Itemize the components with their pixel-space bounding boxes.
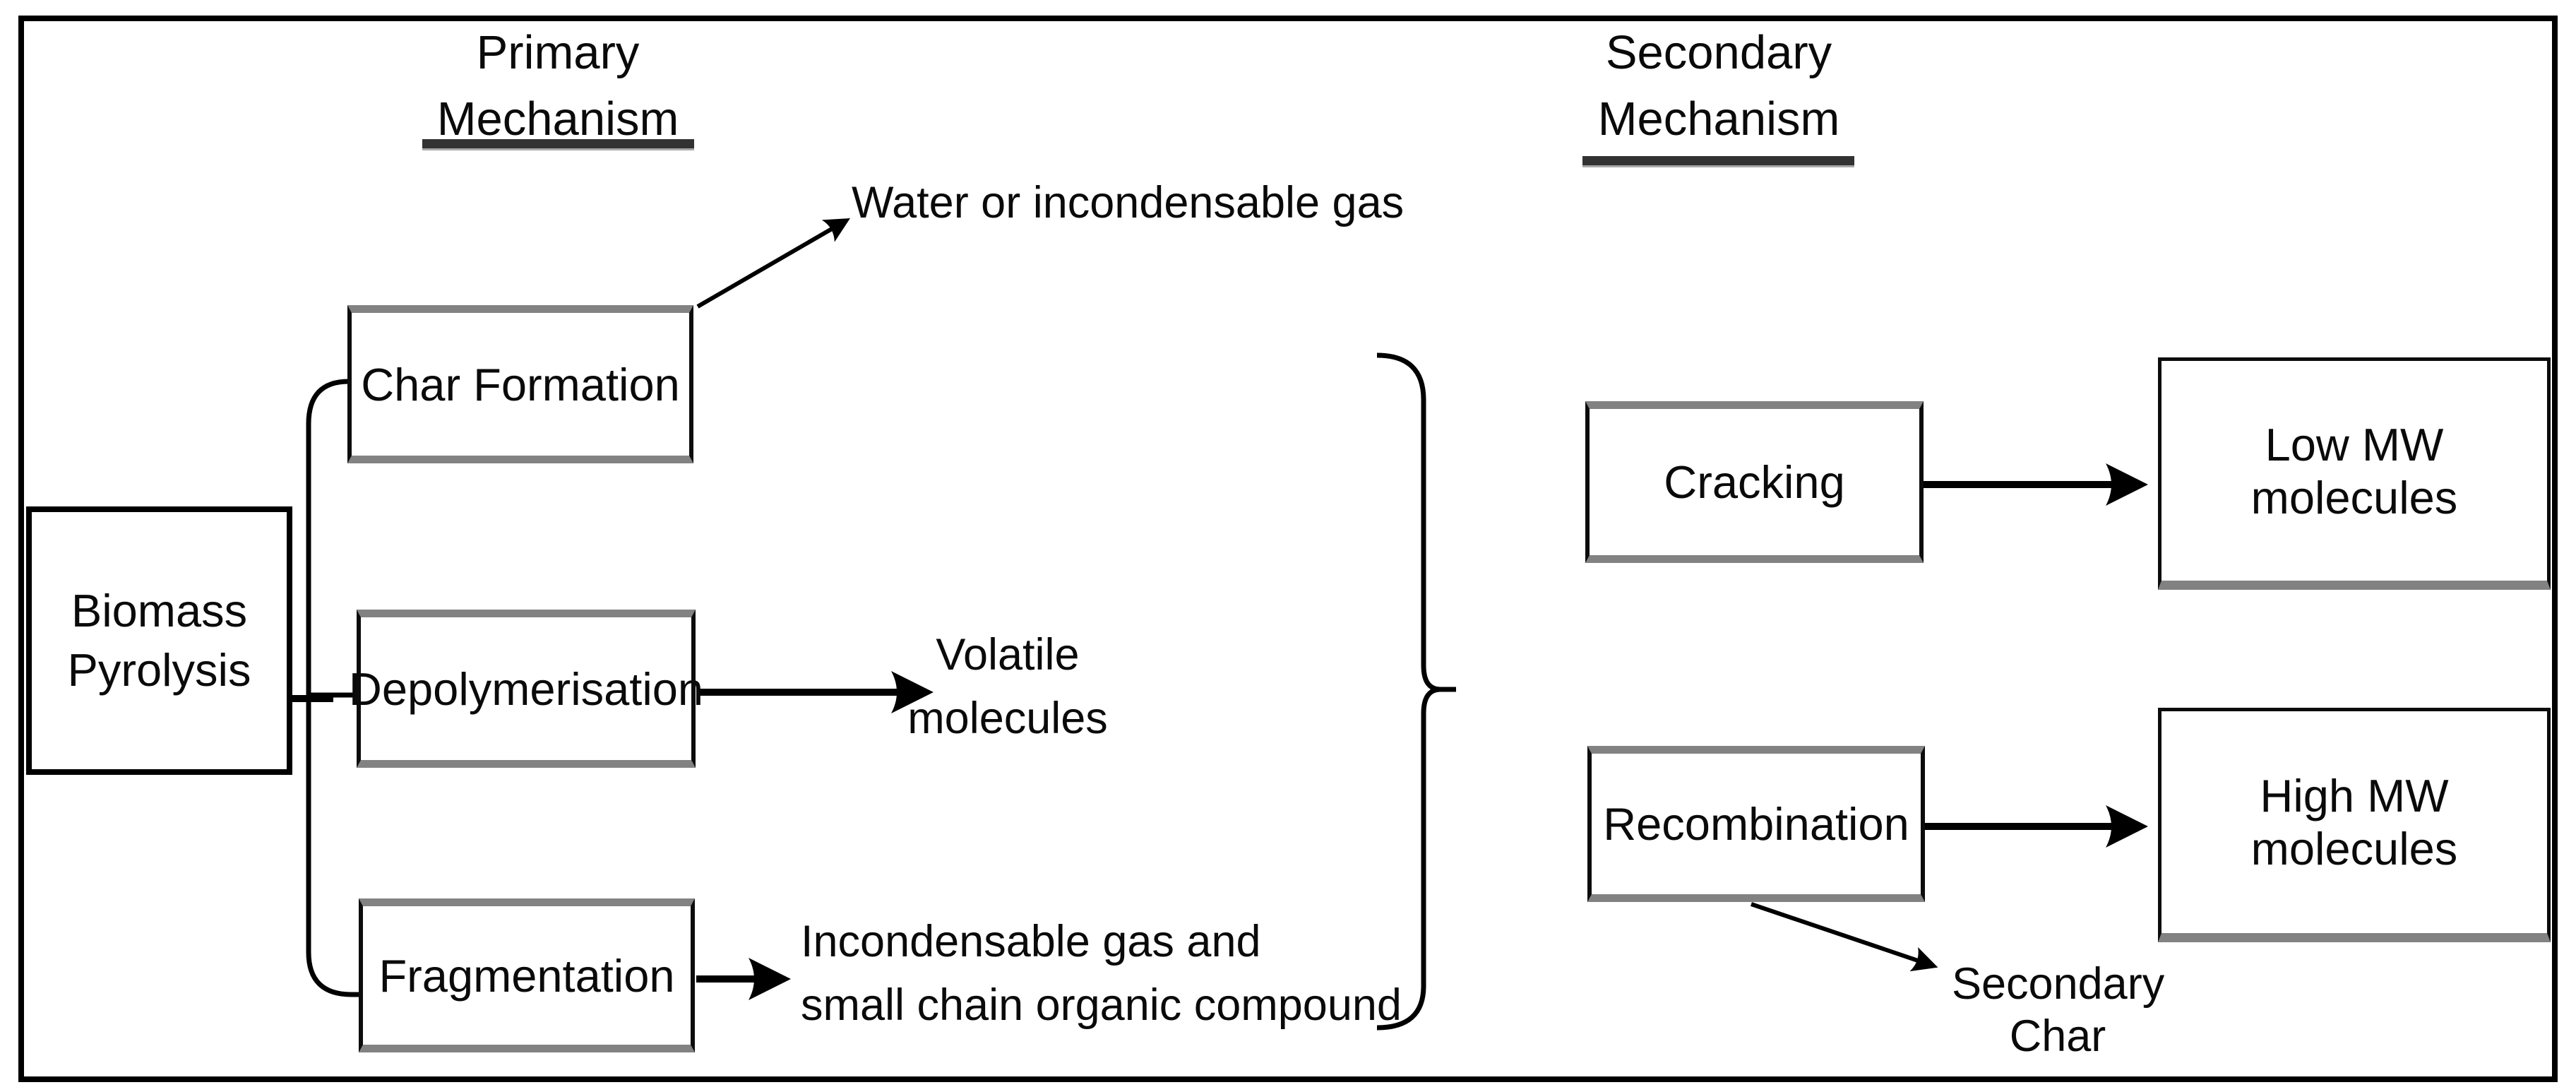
primary-heading-line2: Mechanism bbox=[436, 93, 679, 146]
secondary-heading-underline bbox=[1582, 156, 1854, 165]
box-fragmentation: Fragmentation bbox=[359, 898, 695, 1052]
water-gas-label: Water or incondensable gas bbox=[852, 171, 1404, 235]
high-mw-label: High MW molecules bbox=[2250, 770, 2458, 874]
water-gas-text: Water or incondensable gas bbox=[852, 178, 1405, 227]
volatile-line1: Volatile bbox=[936, 630, 1080, 679]
box-depolymerisation: Depolymerisation bbox=[349, 610, 703, 768]
secondary-mechanism-heading: Secondary Mechanism bbox=[1546, 20, 1892, 153]
incondensable-line2: small chain organic compound bbox=[801, 980, 1402, 1030]
volatile-line2: molecules bbox=[907, 694, 1108, 743]
box-char-formation: Char Formation bbox=[347, 305, 693, 463]
secondary-heading-line1: Secondary bbox=[1605, 26, 1832, 79]
fragmentation-label: Fragmentation bbox=[378, 949, 675, 1002]
primary-heading-line1: Primary bbox=[476, 26, 640, 79]
box-high-mw-molecules: High MW molecules bbox=[2158, 708, 2551, 942]
cracking-label: Cracking bbox=[1664, 456, 1845, 508]
recombination-label: Recombination bbox=[1603, 798, 1909, 850]
biomass-line2: Pyrolysis bbox=[67, 644, 251, 696]
connector-branch-spine bbox=[306, 379, 362, 997]
box-biomass-pyrolysis: Biomass Pyrolysis bbox=[26, 506, 292, 775]
primary-heading-underline bbox=[422, 139, 694, 148]
volatile-molecules-label: Volatile molecules bbox=[898, 623, 1117, 750]
incondensable-gas-label: Incondensable gas and small chain organi… bbox=[801, 910, 1402, 1037]
arrow-recombination-to-secondary-char bbox=[1751, 902, 1938, 972]
box-recombination: Recombination bbox=[1587, 746, 1925, 902]
secondary-char-label: Secondary Char bbox=[1952, 958, 2164, 1062]
box-low-mw-molecules: Low MW molecules bbox=[2158, 357, 2551, 590]
biomass-line1: Biomass bbox=[71, 585, 248, 636]
depolymerisation-label: Depolymerisation bbox=[348, 663, 704, 715]
secondary-heading-line2: Mechanism bbox=[1597, 93, 1840, 146]
primary-mechanism-heading: Primary Mechanism bbox=[385, 20, 731, 153]
incondensable-line1: Incondensable gas and bbox=[801, 917, 1261, 966]
box-cracking: Cracking bbox=[1585, 401, 1924, 563]
arrow-char-to-water bbox=[696, 218, 850, 309]
secondary-char-line1: Secondary bbox=[1952, 959, 2165, 1009]
char-formation-label: Char Formation bbox=[361, 358, 680, 410]
secondary-char-line2: Char bbox=[2009, 1011, 2106, 1061]
figure-border bbox=[18, 16, 2558, 1082]
low-mw-label: Low MW molecules bbox=[2250, 418, 2458, 523]
